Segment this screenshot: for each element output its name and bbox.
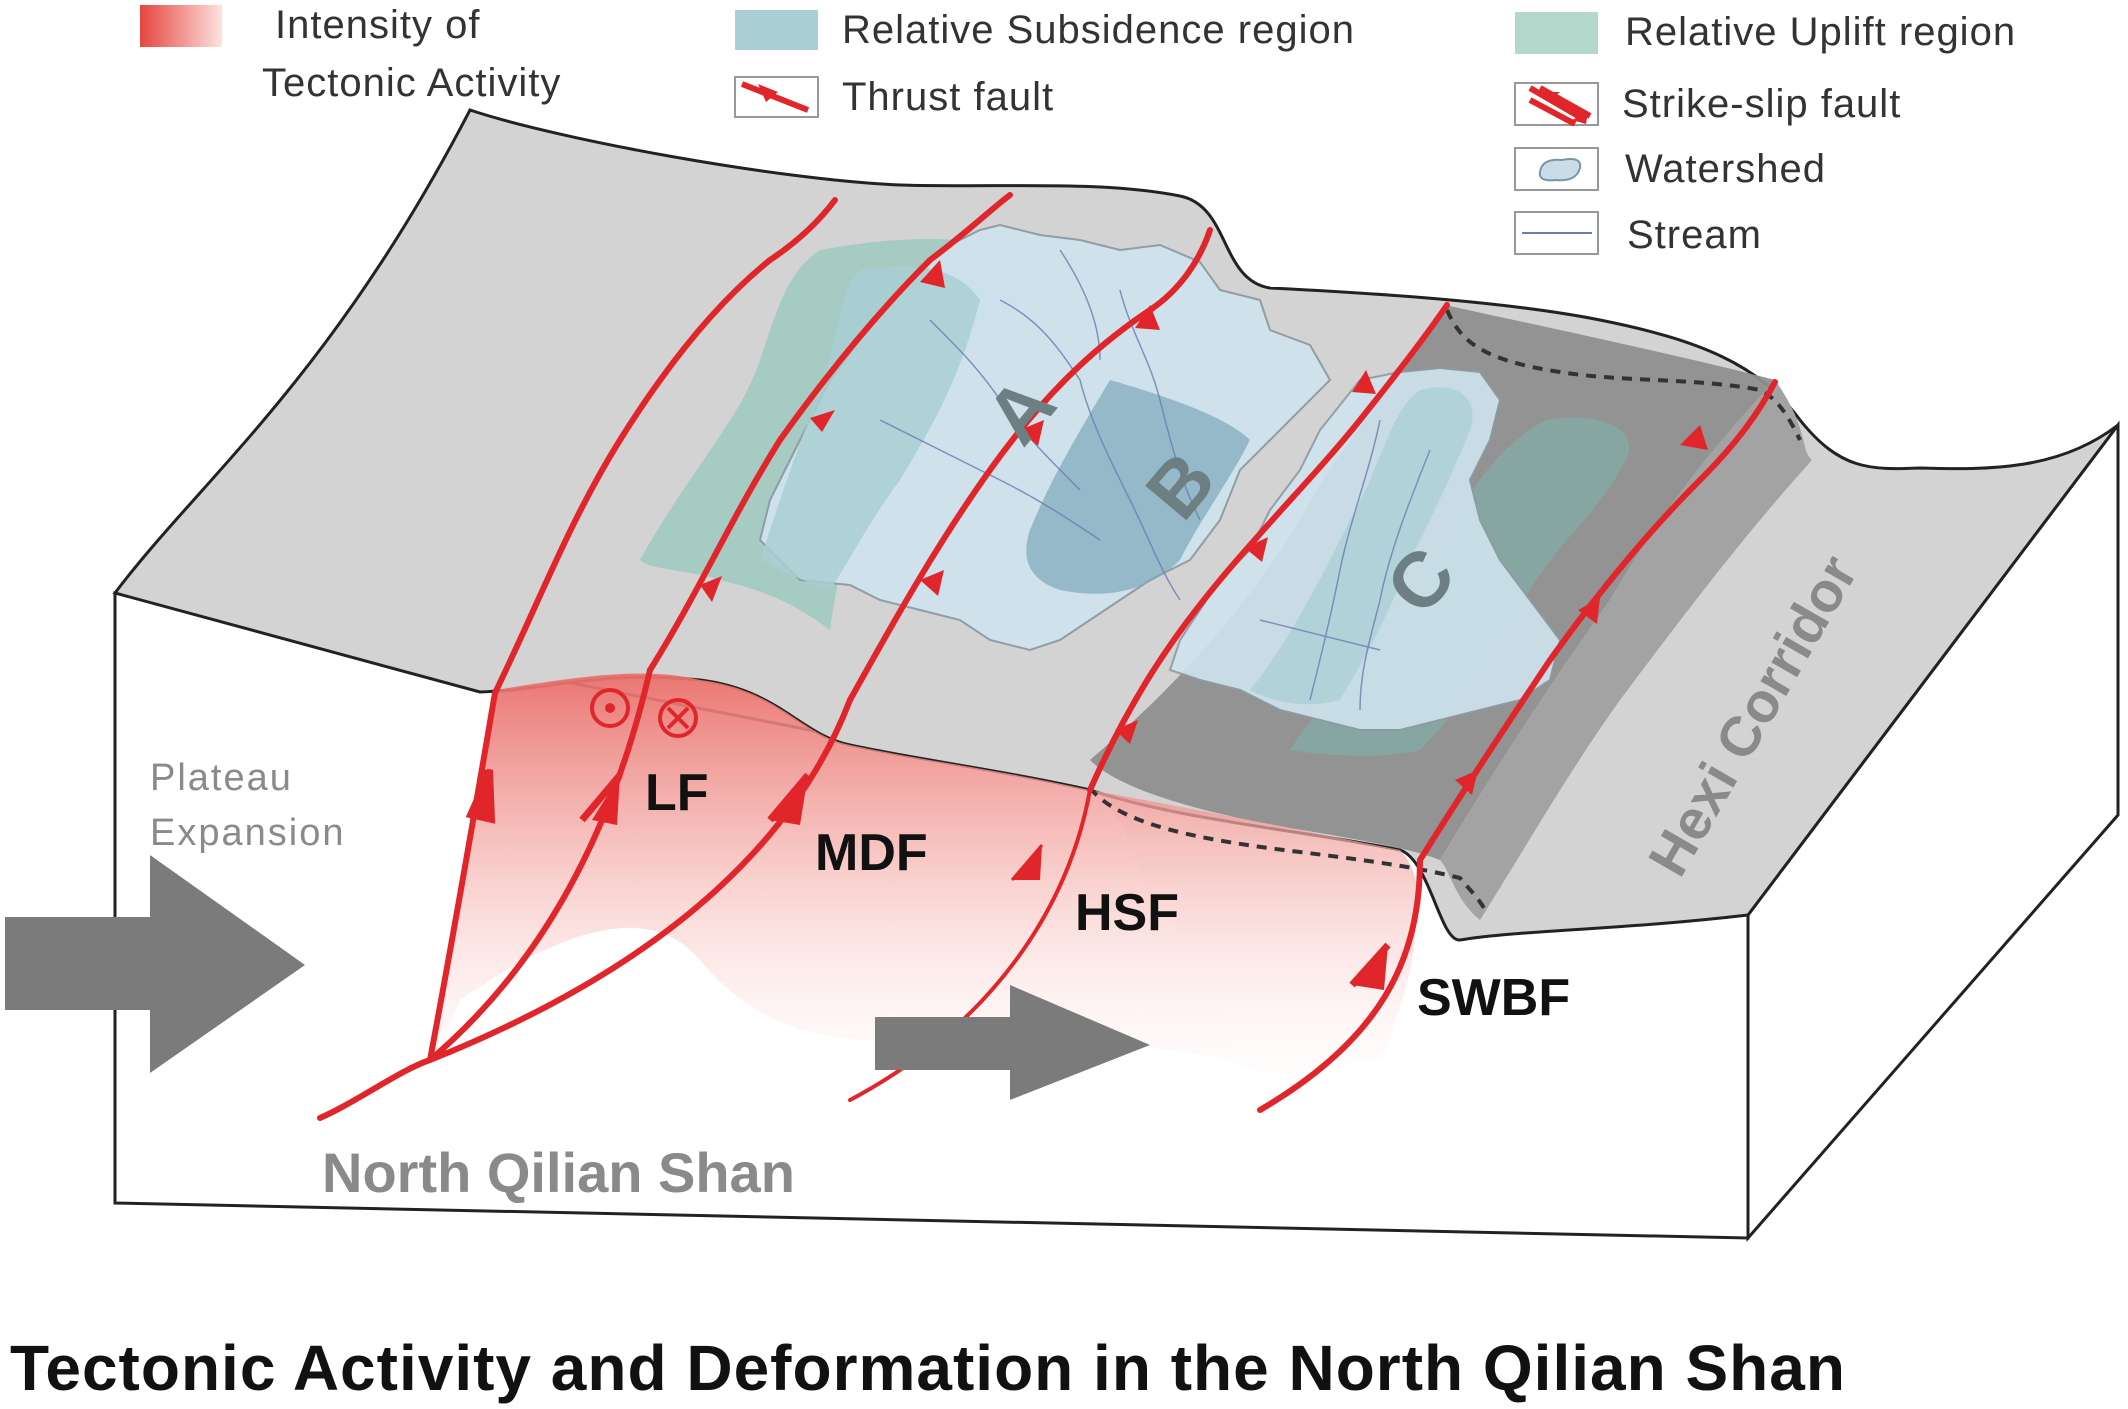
fault-plane-swbf xyxy=(1257,857,1423,1113)
thrust-fault-icon xyxy=(734,76,819,118)
subsidence-region-b xyxy=(1026,380,1250,594)
into-page-motion-icon xyxy=(658,698,698,738)
fault-plane-lf xyxy=(427,667,653,1063)
thrust-teeth xyxy=(700,260,1708,795)
intensity-swatch xyxy=(140,5,222,47)
dark-block-outer xyxy=(1440,380,1812,920)
fault-label-mdf: MDF xyxy=(815,824,928,882)
legend: Intensity of Tectonic Activity Relative … xyxy=(140,3,2016,257)
plateau-label-line1: Plateau xyxy=(150,757,293,799)
slip-arrows xyxy=(465,768,1391,990)
intensity-zone-east xyxy=(1090,790,1417,1072)
fault-trace-1 xyxy=(492,197,838,696)
fault-label-swbf: SWBF xyxy=(1417,969,1570,1027)
push-arrow-icon xyxy=(5,855,305,1073)
watershed-icon xyxy=(1514,147,1599,191)
subsidence-region-a xyxy=(760,266,980,590)
fault-trace-4 xyxy=(1087,302,1450,793)
stream-icon xyxy=(1514,211,1599,255)
uplift-swatch xyxy=(1515,12,1598,54)
fault-trace-5 xyxy=(1417,379,1778,863)
fault-plane-1 xyxy=(427,690,498,1063)
fault-trace-3 xyxy=(847,227,1213,703)
fault-label-hsf: HSF xyxy=(1075,884,1179,942)
legend-intensity-line1: Intensity of xyxy=(275,3,480,47)
legend-subsidence: Relative Subsidence region xyxy=(842,8,1355,52)
legend-strike-slip: Strike-slip fault xyxy=(1622,82,1901,126)
fault-traces xyxy=(492,192,1778,863)
legend-stream: Stream xyxy=(1627,213,1762,257)
streams xyxy=(879,249,1431,711)
subsidence-region-c xyxy=(1250,387,1473,705)
subsidence-swatch xyxy=(735,10,818,50)
strike-slip-fault-icon xyxy=(1514,82,1599,127)
legend-uplift: Relative Uplift region xyxy=(1625,10,2016,54)
fault-trace-2 xyxy=(647,192,1013,673)
out-of-page-motion-icon xyxy=(590,688,630,728)
intensity-zone-west xyxy=(430,673,1232,1063)
legend-intensity-line2: Tectonic Activity xyxy=(262,61,561,105)
push-arrow-small-icon xyxy=(875,985,1150,1100)
figure-caption: Tectonic Activity and Deformation in the… xyxy=(10,1332,1846,1404)
legend-watershed: Watershed xyxy=(1625,147,1826,191)
legend-thrust: Thrust fault xyxy=(842,75,1054,119)
plateau-label-line2: Expansion xyxy=(150,812,345,854)
fault-label-lf: LF xyxy=(645,764,709,822)
north-qilian-label: North Qilian Shan xyxy=(322,1141,795,1204)
